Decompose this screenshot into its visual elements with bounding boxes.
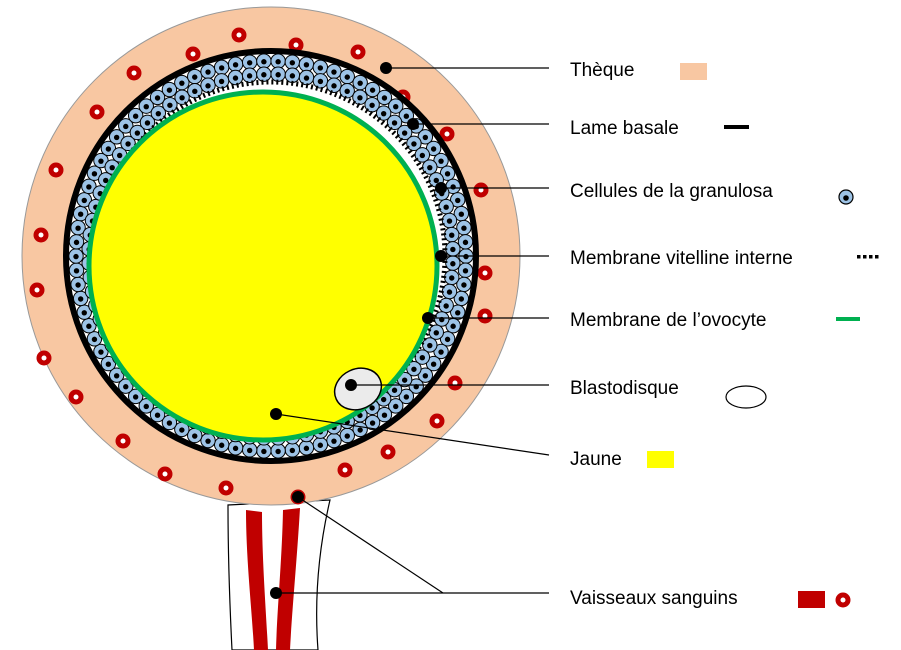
vessel-section [351,45,366,60]
vessel-section [430,414,445,429]
vessel-section [34,228,49,243]
granulosa-cell [175,75,189,89]
vessel-section [69,390,84,405]
swatch-granulosa-cell [839,190,853,204]
granulosa-cell [285,443,299,457]
granulosa-cell [69,263,83,277]
granulosa-cell [228,441,242,455]
follicle-stalk [228,500,330,650]
vessel-section [127,66,142,81]
granulosa-cell [69,235,83,249]
label-vaisseaux: Vaisseaux sanguins [570,588,738,609]
label-jaune: Jaune [570,449,622,470]
vessel-section [37,351,52,366]
vessel-section [116,434,131,449]
granulosa-cell [429,325,443,339]
swatch-vaisseaux-vessel [798,591,825,608]
granulosa-cell [228,70,242,84]
granulosa-cell [446,242,460,256]
vessel-section [232,28,247,43]
granulosa-cell [435,312,449,326]
jaune-yolk [89,92,437,440]
granulosa-cell [327,64,341,78]
granulosa-cell [257,67,271,81]
granulosa-cell [313,74,327,88]
granulosa-cell [340,69,354,83]
vessel-section [90,105,105,120]
granulosa-cell [242,55,256,69]
label-vitelline: Membrane vitelline interne [570,248,793,269]
granulosa-cell [175,90,189,104]
granulosa-cell [188,69,202,83]
vessel-section [186,47,201,62]
granulosa-cell [228,57,242,71]
vessel-section [219,481,234,496]
granulosa-cell [271,444,285,458]
granulosa-cell [271,67,285,81]
granulosa-cell [201,64,215,78]
granulosa-cell [201,433,215,447]
swatch-ovocyte [836,317,860,321]
granulosa-cell [353,422,367,436]
granulosa-cell [313,60,327,74]
granulosa-cell [327,78,341,92]
swatch-theque [680,63,707,80]
vessel-section [478,309,493,324]
vessel-section [381,445,396,460]
granulosa-cell [439,298,453,312]
granulosa-cell [257,444,271,458]
granulosa-cell [446,256,460,270]
swatch-jaune [647,451,674,468]
label-granulosa: Cellules de la granulosa [570,181,773,202]
vessel-section [30,283,45,298]
label-lame-basale: Lame basale [570,118,679,139]
granulosa-cell [257,54,271,68]
label-ovocyte: Membrane de l’ovocyte [570,310,766,331]
granulosa-cell [285,55,299,69]
granulosa-cell [458,235,472,249]
granulosa-cell [299,70,313,84]
granulosa-cell [214,437,228,451]
granulosa-cell [242,443,256,457]
vessel-section [448,376,463,391]
granulosa-cell [313,437,327,451]
swatch-vaisseaux-section [836,593,851,608]
vessel-section [338,463,353,478]
vessel-section [474,183,489,198]
vessel-section [158,467,173,482]
granulosa-cell [299,57,313,71]
granulosa-cell [299,441,313,455]
granulosa-cell [340,428,354,442]
vessel-section [478,266,493,281]
granulosa-cell [458,263,472,277]
granulosa-cell [271,54,285,68]
granulosa-cell [340,84,354,98]
swatch-blastodisque [726,386,766,408]
vessel-section [49,163,64,178]
granulosa-cell [439,199,453,213]
granulosa-cell [214,60,228,74]
swatch-lame-basale [724,125,749,129]
swatch-vitelline [857,255,879,259]
granulosa-cell [242,68,256,82]
granulosa-cell [442,213,456,227]
granulosa-cell [69,249,83,263]
label-blastodisque: Blastodisque [570,378,679,399]
label-theque: Thèque [570,60,634,81]
granulosa-cell [327,433,341,447]
